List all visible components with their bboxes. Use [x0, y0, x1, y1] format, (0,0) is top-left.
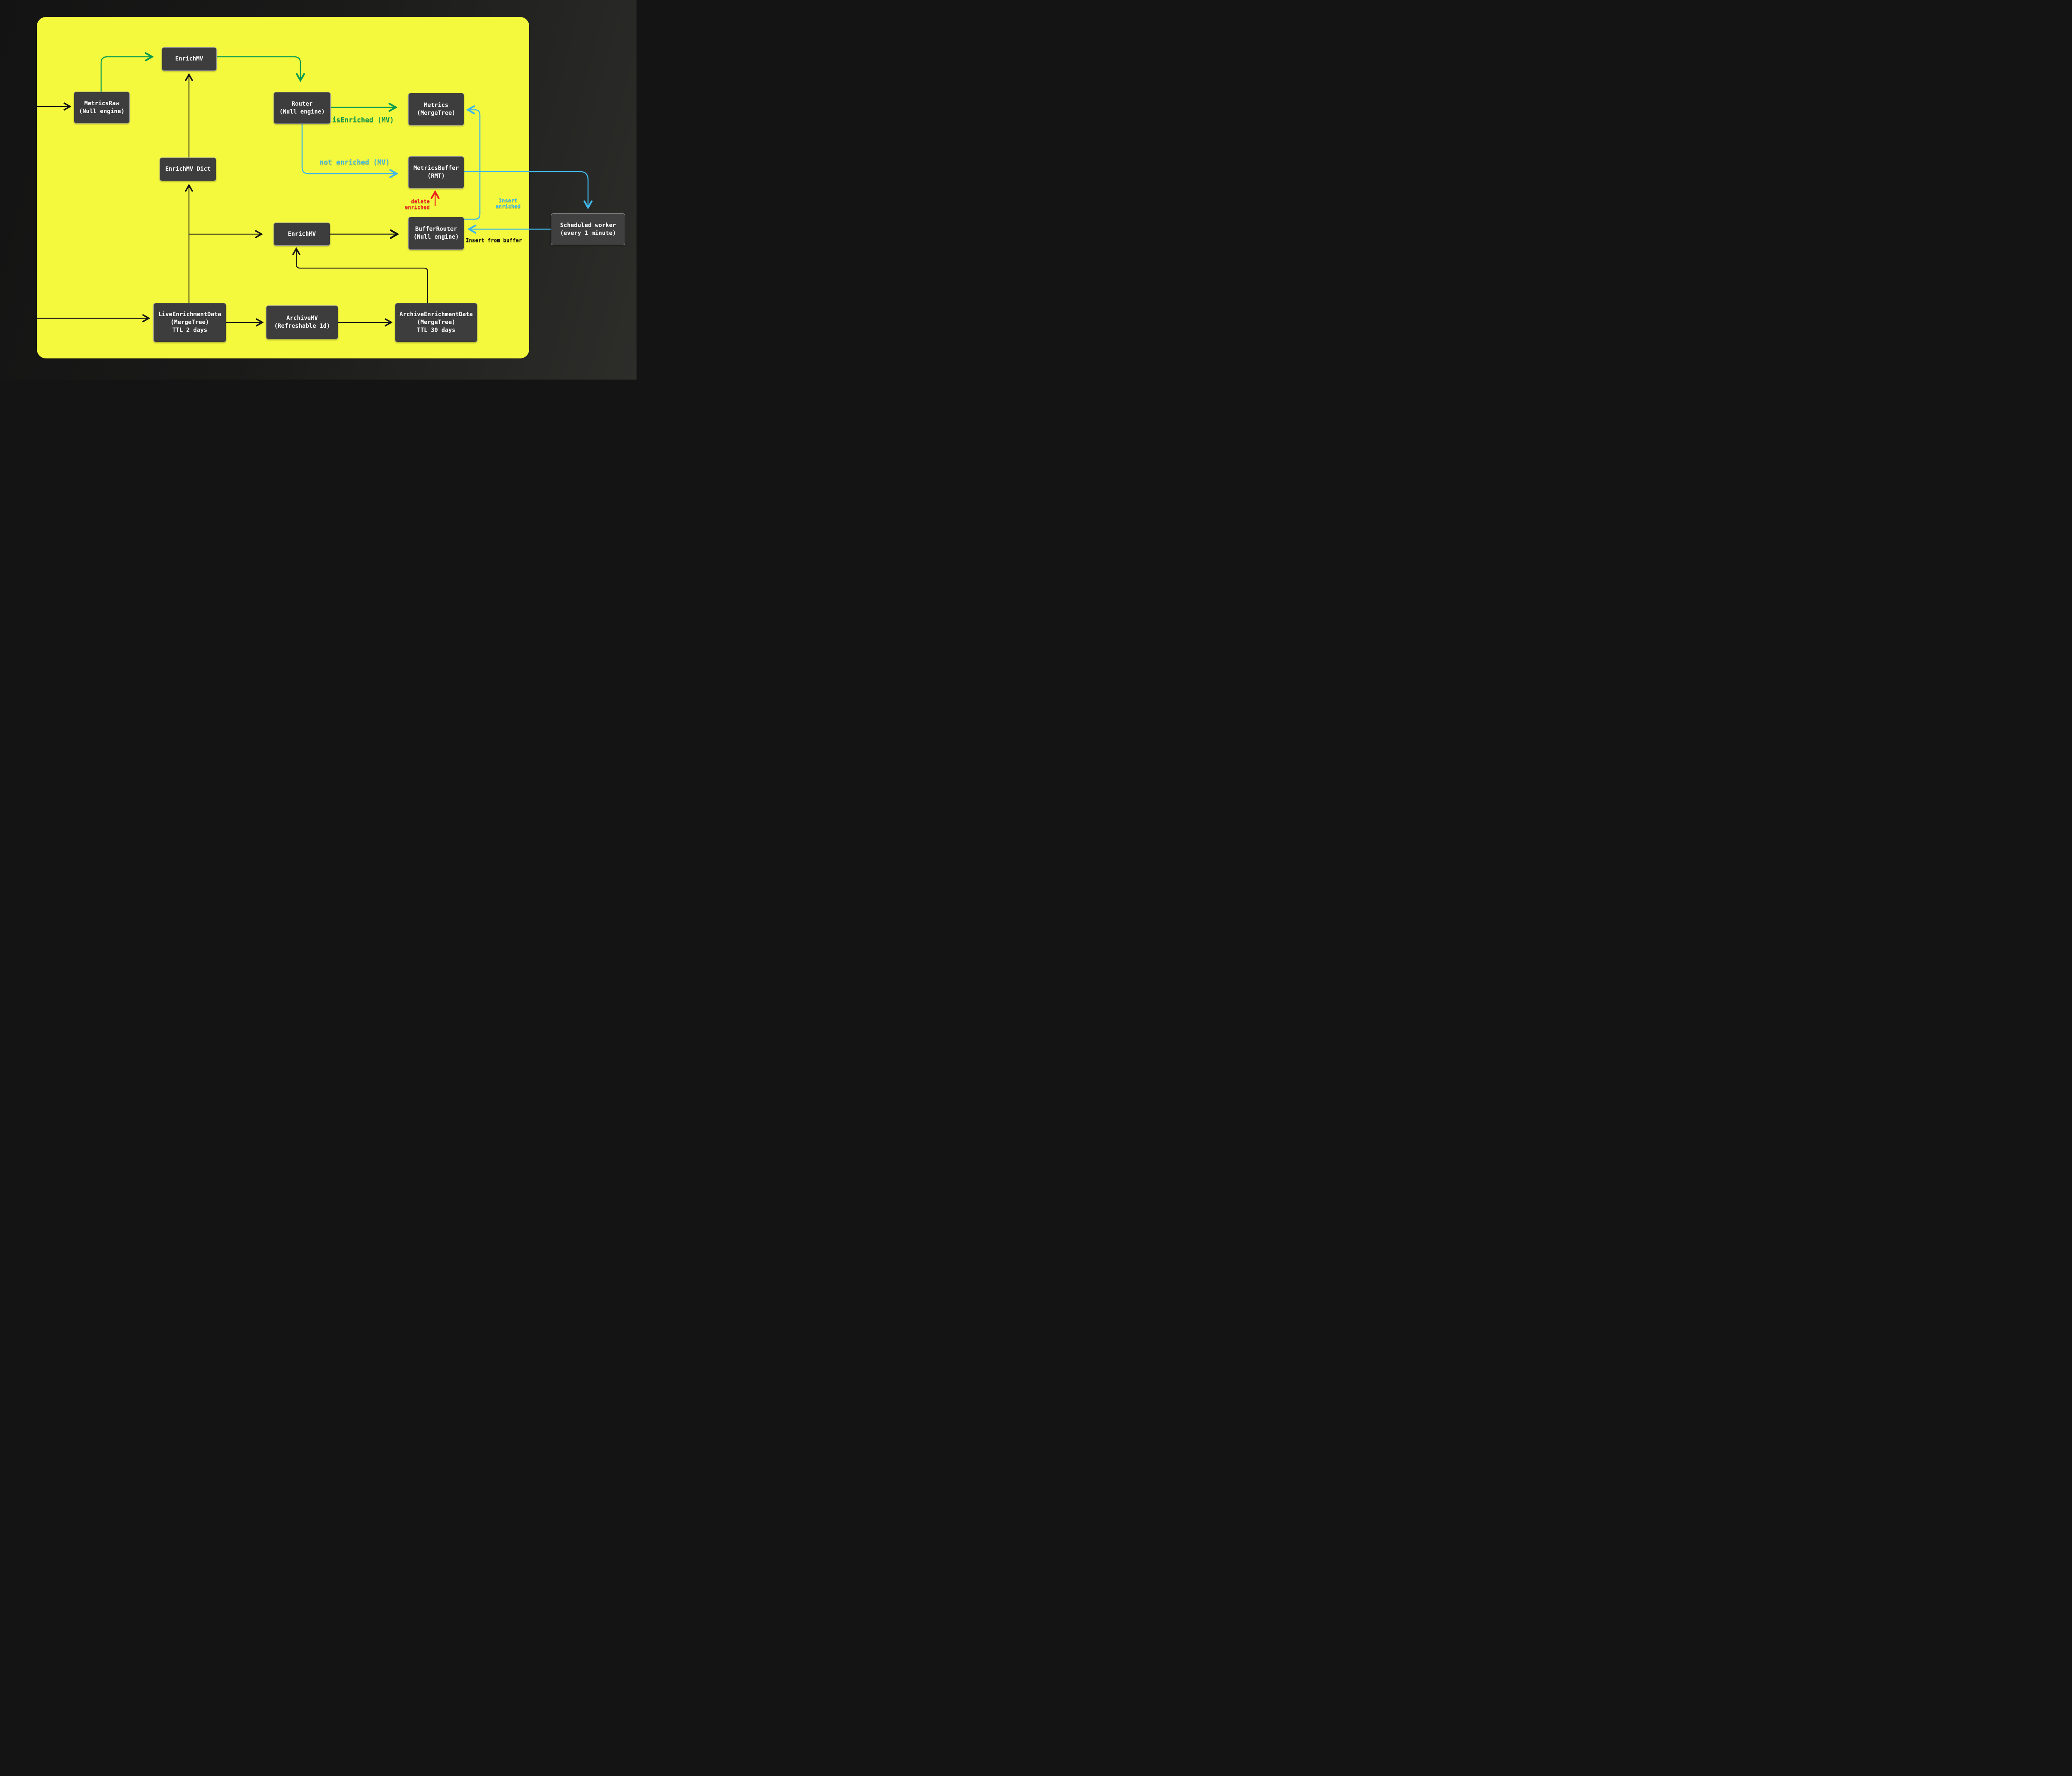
node-scheduled-worker: Scheduled worker (every 1 minute): [551, 213, 625, 245]
node-enrichmv-top: EnrichMV: [162, 47, 217, 71]
label-insert-enriched: Insert enriched: [495, 197, 521, 210]
label-is-enriched-mv: isEnriched (MV): [332, 116, 394, 124]
node-router: Router (Null engine): [274, 92, 331, 124]
node-metrics: Metrics (MergeTree): [408, 93, 464, 126]
node-bufferrouter: BufferRouter (Null engine): [408, 217, 464, 250]
node-metricsbuffer: MetricsBuffer (RMT): [408, 156, 464, 189]
node-archivemv: ArchiveMV (Refreshable 1d): [266, 305, 338, 339]
label-not-enriched-mv: not enriched (MV): [320, 158, 390, 166]
node-archiveenrichmentdata: ArchiveEnrichmentData (MergeTree) TTL 30…: [395, 303, 477, 342]
label-insert-from-buffer: Insert from buffer: [466, 237, 522, 243]
node-metricsraw: MetricsRaw (Null engine): [74, 92, 130, 123]
clickhouse-pipeline-diagram: MetricsRaw (Null engine) EnrichMV Router…: [0, 0, 637, 380]
node-enrichmv-mid: EnrichMV: [274, 223, 330, 246]
node-enrichmv-dict: EnrichMV Dict: [160, 157, 216, 181]
node-liveenrichmentdata: LiveEnrichmentData (MergeTree) TTL 2 day…: [153, 303, 226, 342]
label-delete-enriched: delete enriched: [404, 198, 430, 211]
